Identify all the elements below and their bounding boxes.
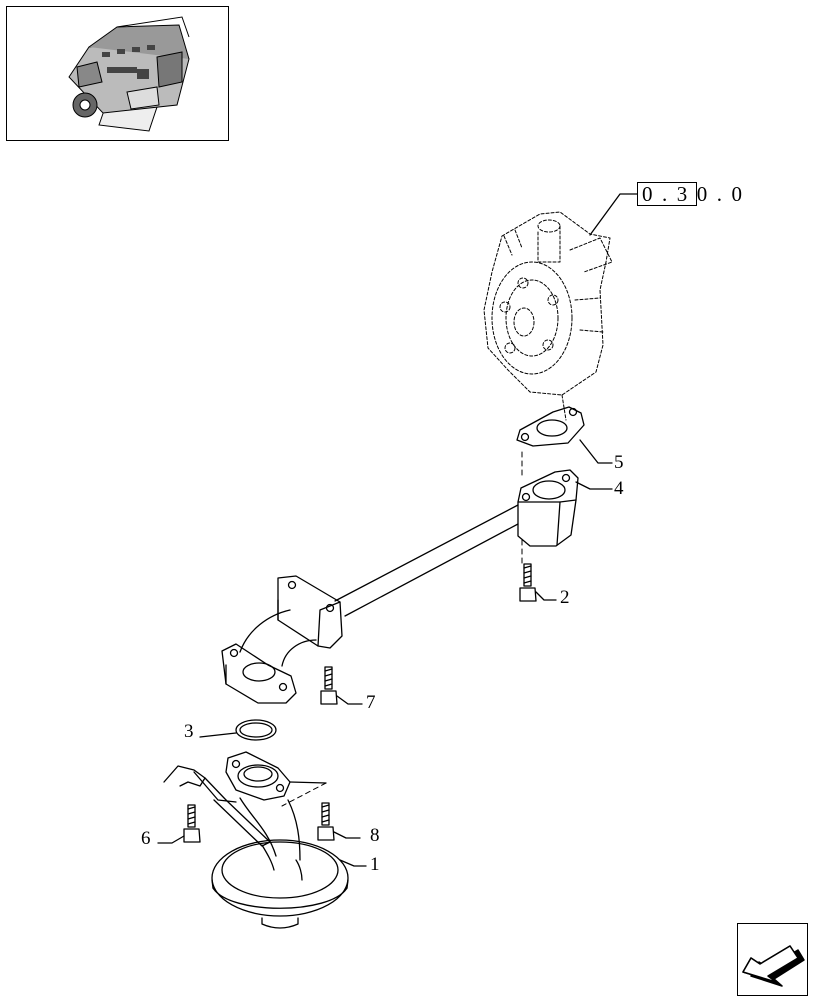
callout-2: 2 (560, 587, 570, 608)
callout-3: 3 (184, 721, 194, 742)
bolt-6 (157, 804, 201, 844)
oil-pump-outline (483, 211, 613, 421)
o-ring-3 (235, 719, 277, 741)
callout-4: 4 (614, 478, 624, 499)
callout-1: 1 (370, 854, 380, 875)
callout-5: 5 (614, 452, 624, 473)
reference-code: 0.30.0 (642, 182, 752, 206)
gasket-5 (516, 406, 585, 447)
callout-7: 7 (366, 692, 376, 713)
engine-thumbnail-icon (68, 16, 190, 132)
next-page-arrow-icon (742, 945, 805, 987)
callout-8: 8 (370, 825, 380, 846)
bolt-2 (519, 563, 557, 602)
callout-6: 6 (141, 828, 151, 849)
next-page-button[interactable] (737, 923, 808, 996)
strainer-1 (211, 839, 349, 917)
bolt-8 (317, 802, 361, 841)
bolt-7 (320, 666, 363, 705)
engine-thumbnail (6, 6, 229, 141)
